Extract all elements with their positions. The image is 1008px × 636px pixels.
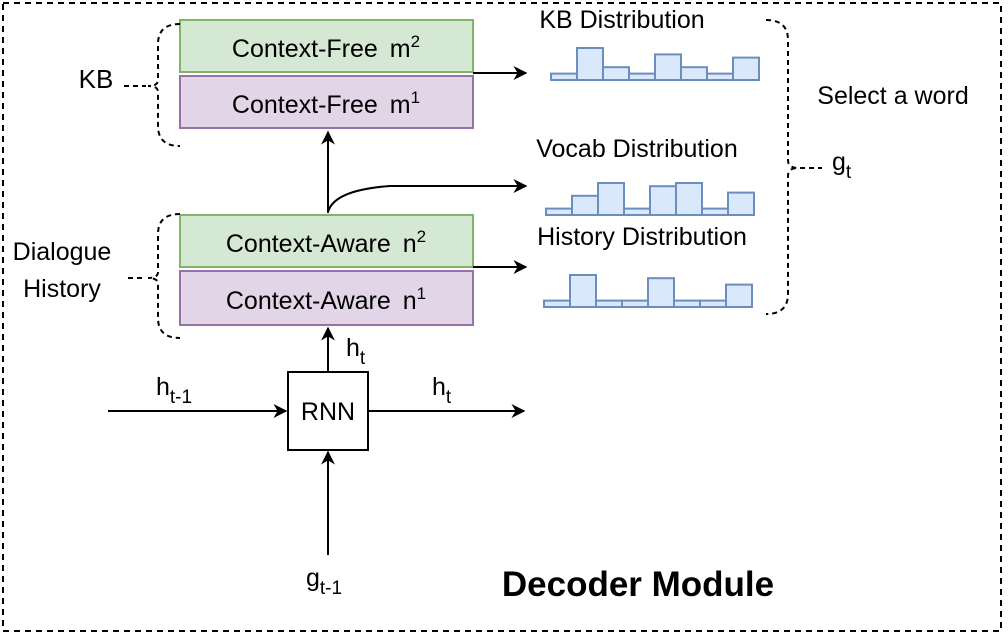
kb-bar-5 bbox=[654, 53, 682, 82]
history-bar-1 bbox=[543, 299, 571, 309]
kb-distribution-label: KB Distribution bbox=[539, 6, 704, 34]
history-bar-7 bbox=[699, 299, 727, 309]
kb-memory-top-box bbox=[179, 19, 474, 73]
kb-distribution-bars bbox=[550, 47, 760, 82]
history-distribution-label: History Distribution bbox=[537, 223, 747, 251]
kb-bar-8 bbox=[732, 56, 760, 81]
kb-bar-4 bbox=[628, 72, 656, 81]
vocab-bar-4 bbox=[623, 207, 651, 217]
history-bar-5 bbox=[647, 277, 675, 309]
vocab-distribution-bars bbox=[545, 182, 755, 217]
rnn-box bbox=[287, 371, 369, 451]
history-bar-4 bbox=[621, 299, 649, 309]
dialogue-history-brace bbox=[147, 213, 181, 339]
dialogue-memory-top-box bbox=[179, 214, 474, 268]
history-distribution-bars bbox=[543, 274, 753, 309]
kb-bar-2 bbox=[576, 47, 604, 81]
gate-label: gt bbox=[832, 148, 852, 183]
kb-bar-6 bbox=[680, 66, 708, 81]
vocab-bar-1 bbox=[545, 207, 573, 217]
arrow-to-vocab bbox=[327, 179, 528, 213]
dialogue-history-label-line2: History bbox=[23, 275, 101, 303]
kb-bar-1 bbox=[550, 72, 578, 81]
module-title: Decoder Module bbox=[502, 565, 774, 604]
vocab-bar-3 bbox=[597, 182, 625, 216]
g-prev-label: gt-1 bbox=[306, 564, 342, 599]
h-out-label: ht bbox=[432, 373, 452, 408]
history-bar-3 bbox=[595, 299, 623, 309]
h-prev-label: ht-1 bbox=[156, 373, 192, 408]
select-brace bbox=[765, 19, 799, 315]
kb-bar-3 bbox=[602, 66, 630, 81]
history-bar-6 bbox=[673, 299, 701, 309]
rnn-label: RNN bbox=[301, 398, 355, 426]
vocab-bar-8 bbox=[727, 191, 755, 217]
select-word-label: Select a word bbox=[817, 82, 968, 110]
vocab-bar-2 bbox=[571, 194, 599, 217]
kb-bar-7 bbox=[706, 72, 734, 81]
history-bar-8 bbox=[725, 283, 753, 309]
vocab-distribution-label: Vocab Distribution bbox=[536, 135, 738, 163]
dialogue-memory-bottom-box bbox=[179, 270, 474, 326]
vocab-bar-7 bbox=[701, 207, 729, 217]
dialogue-history-label-line1: Dialogue bbox=[13, 238, 112, 266]
kb-label: KB bbox=[79, 64, 114, 94]
kb-memory-bottom-box bbox=[179, 75, 474, 129]
vocab-bar-5 bbox=[649, 185, 677, 216]
history-bar-2 bbox=[569, 274, 597, 308]
vocab-bar-6 bbox=[675, 182, 703, 216]
h-up-label: ht bbox=[346, 334, 366, 369]
kb-brace bbox=[147, 23, 181, 147]
